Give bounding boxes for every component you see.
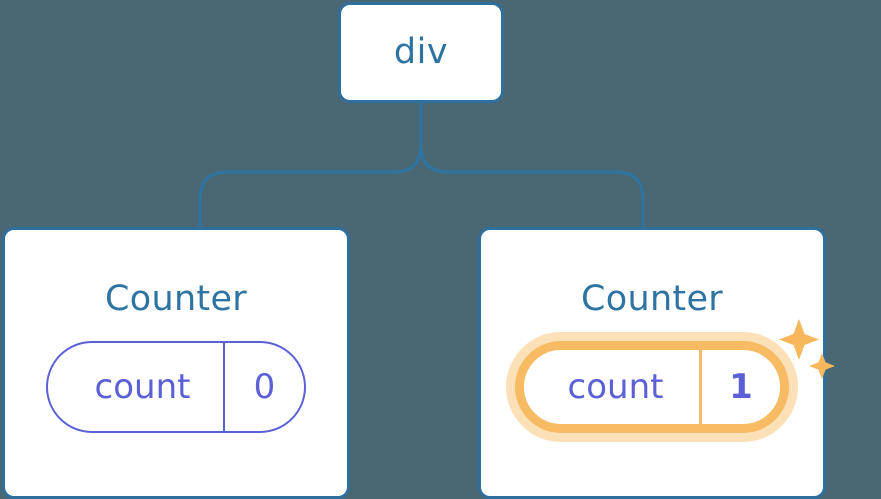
node-counter-left-title: Counter xyxy=(105,279,247,319)
sparkle-icon xyxy=(779,319,819,360)
node-counter-right[interactable]: Counter count 1 xyxy=(478,227,835,499)
state-key-right: count xyxy=(567,367,664,407)
node-counter-right-title: Counter xyxy=(581,279,723,319)
node-div[interactable]: div xyxy=(338,2,504,103)
state-key-left: count xyxy=(94,367,191,407)
node-div-title: div xyxy=(393,32,449,72)
state-value-left: 0 xyxy=(223,343,304,431)
state-pill-left-body: count 0 xyxy=(46,341,306,433)
connector-to-left-child xyxy=(198,103,423,227)
node-counter-left[interactable]: Counter count 0 xyxy=(2,227,350,499)
state-value-right: 1 xyxy=(699,350,780,424)
sparkle-group xyxy=(779,319,835,379)
state-pill-left[interactable]: count 0 xyxy=(46,341,306,433)
sparkle-small-icon xyxy=(809,353,835,379)
state-pill-right-body: count 1 xyxy=(515,341,789,433)
connector-to-right-child xyxy=(419,103,645,227)
state-pill-right[interactable]: count 1 xyxy=(506,319,835,442)
